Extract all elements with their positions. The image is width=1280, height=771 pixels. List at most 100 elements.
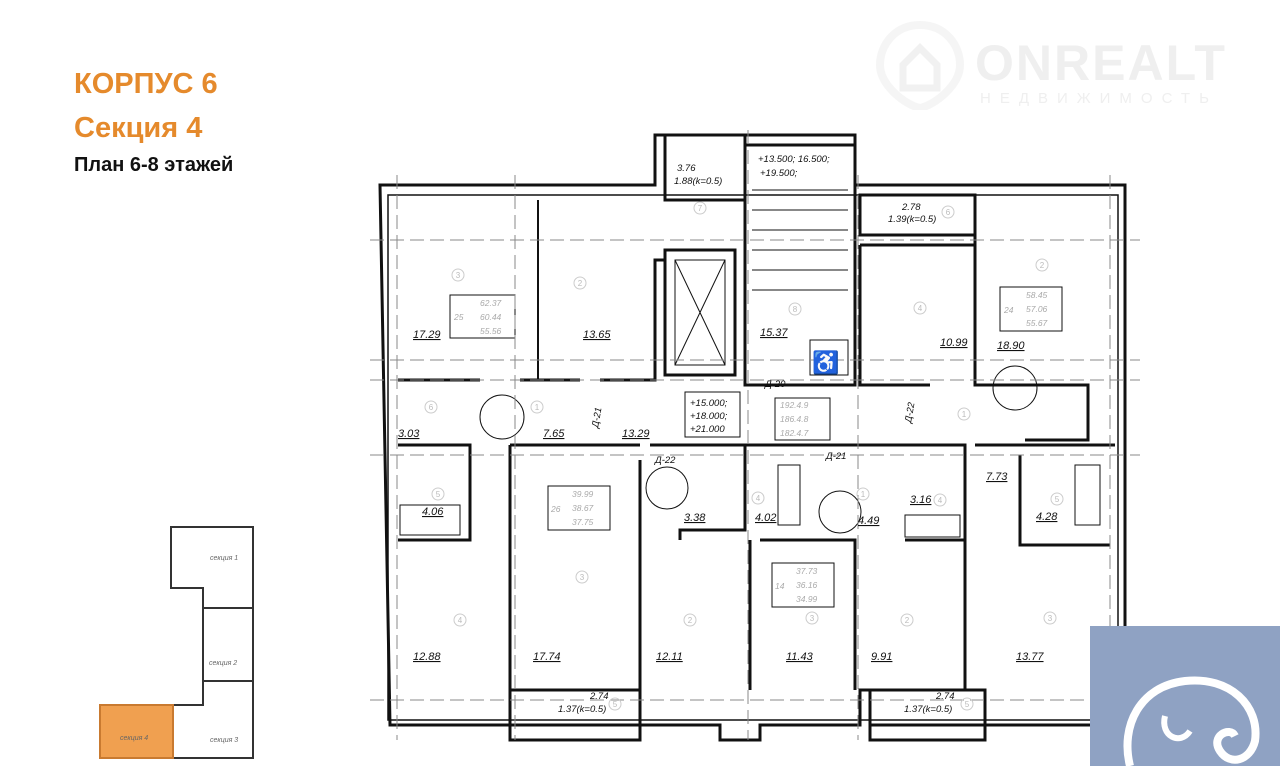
door-label: Д-21 — [590, 406, 605, 429]
room-number: 3 — [580, 573, 585, 582]
house-pin-icon — [875, 20, 965, 110]
balcony-area: 3.76 — [677, 163, 696, 174]
room-number: 7 — [698, 204, 703, 213]
room-number: 8 — [793, 305, 798, 314]
room-area: 12.88 — [413, 651, 441, 663]
room-area: 11.43 — [786, 651, 814, 663]
shaft-value: 192.4.9 — [780, 400, 809, 410]
room-number: 3 — [1048, 614, 1053, 623]
room-number: 1 — [861, 490, 866, 499]
building-title: КОРПУС 6 — [74, 68, 218, 100]
onrealt-watermark — [875, 20, 1255, 110]
watermark-subtitle: НЕДВИЖИМОСТЬ — [980, 90, 1218, 107]
balcony-area: 2.78 — [901, 202, 921, 213]
room-number: 3 — [456, 271, 461, 280]
room-number: 2 — [578, 279, 583, 288]
room-area: 4.28 — [1036, 511, 1058, 523]
elephant-icon — [1123, 676, 1260, 767]
room-area: 13.29 — [622, 428, 650, 440]
room-area: 3.03 — [398, 428, 420, 440]
room-number: 4 — [918, 304, 923, 313]
door-label: Д-21 — [825, 451, 846, 462]
room-number: 5 — [965, 700, 970, 709]
room-number: 2 — [688, 616, 693, 625]
room-number: 2 — [1040, 261, 1045, 270]
room-area: 9.91 — [871, 651, 892, 663]
room-area: 4.02 — [755, 512, 776, 524]
door-label: Д-20 — [764, 379, 786, 390]
room-number: 5 — [613, 700, 618, 709]
room-number: 5 — [1055, 495, 1060, 504]
apartment-number: 25 — [453, 312, 464, 322]
stair-level: +13.500; 16.500; — [758, 154, 830, 165]
section-title: Секция 4 — [74, 112, 203, 144]
apartment-number: 14 — [775, 581, 785, 591]
minimap-section-label[interactable]: секция 1 — [210, 555, 238, 562]
room-number: 1 — [535, 403, 540, 412]
minimap-section-label[interactable]: секция 2 — [209, 660, 237, 667]
grid-axes — [370, 130, 1140, 740]
apartment-area: 34.99 — [796, 594, 818, 604]
balcony-area: 2.74 — [935, 691, 955, 702]
room-number-markers — [424, 201, 1064, 711]
room-area: 4.06 — [422, 506, 444, 518]
apartment-number: 26 — [550, 504, 561, 514]
apartment-area: 38.67 — [572, 503, 594, 513]
apartment-number: 24 — [1003, 305, 1014, 315]
accessibility-icon: ♿ — [812, 350, 839, 375]
room-area: 3.16 — [910, 494, 932, 506]
room-number: 3 — [810, 614, 815, 623]
elevator-level: +18.000; — [690, 411, 728, 422]
room-area: 13.65 — [583, 329, 611, 341]
apartment-area: 55.56 — [480, 326, 502, 336]
apartment-area: 62.37 — [480, 298, 502, 308]
elevator-level: +15.000; — [690, 398, 728, 409]
stair-level: +19.500; — [760, 168, 798, 179]
room-number: 4 — [458, 616, 463, 625]
fixtures — [399, 189, 1101, 608]
room-number: 4 — [756, 494, 761, 503]
floor-plan-subtitle: План 6-8 этажей — [74, 154, 234, 176]
balcony-reduced: 1.37(k=0.5) — [904, 704, 952, 715]
section-minimap: секция 1 секция 2 секция 3 секция 4 — [99, 526, 254, 759]
section-4-highlight[interactable] — [99, 704, 174, 759]
watermark-brand: ONREALT — [975, 35, 1227, 91]
room-area: 17.29 — [413, 329, 441, 341]
room-area: 4.49 — [858, 515, 879, 527]
room-area: 13.77 — [1016, 651, 1044, 663]
apartment-area: 60.44 — [480, 312, 502, 322]
room-area: 15.37 — [760, 327, 788, 339]
minimap-section-label[interactable]: секция 4 — [120, 735, 148, 742]
balcony-reduced: 1.37(k=0.5) — [558, 704, 606, 715]
room-area: 18.90 — [997, 340, 1025, 352]
room-number: 6 — [429, 403, 434, 412]
elevator-level: +21.000 — [690, 424, 725, 435]
apartment-area: 36.16 — [796, 580, 818, 590]
room-number: 2 — [905, 616, 910, 625]
room-number: 1 — [962, 410, 967, 419]
elephant-logo — [1090, 626, 1280, 767]
balcony-reduced: 1.88(k=0.5) — [674, 176, 722, 187]
apartment-area: 37.75 — [572, 517, 594, 527]
room-area: 7.65 — [543, 428, 565, 440]
room-number: 6 — [946, 208, 951, 217]
balcony-reduced: 1.39(k=0.5) — [888, 214, 936, 225]
balcony-area: 2.74 — [589, 691, 609, 702]
shaft-value: 182.4.7 — [780, 428, 809, 438]
room-number: 4 — [938, 496, 943, 505]
shaft-value: 186.4.8 — [780, 414, 809, 424]
room-area: 3.38 — [684, 512, 706, 524]
door-label: Д-22 — [654, 455, 676, 466]
minimap-section-label[interactable]: секция 3 — [210, 737, 238, 744]
walls — [378, 133, 1127, 742]
apartment-area: 39.99 — [572, 489, 594, 499]
apartment-area: 55.67 — [1026, 318, 1048, 328]
apartment-area: 57.06 — [1026, 304, 1048, 314]
apartment-area: 58.45 — [1026, 290, 1048, 300]
room-area: 17.74 — [533, 651, 561, 663]
room-number: 5 — [436, 490, 441, 499]
room-area: 12.11 — [656, 651, 683, 663]
room-area: 10.99 — [940, 337, 968, 349]
door-label: Д-22 — [903, 401, 918, 425]
